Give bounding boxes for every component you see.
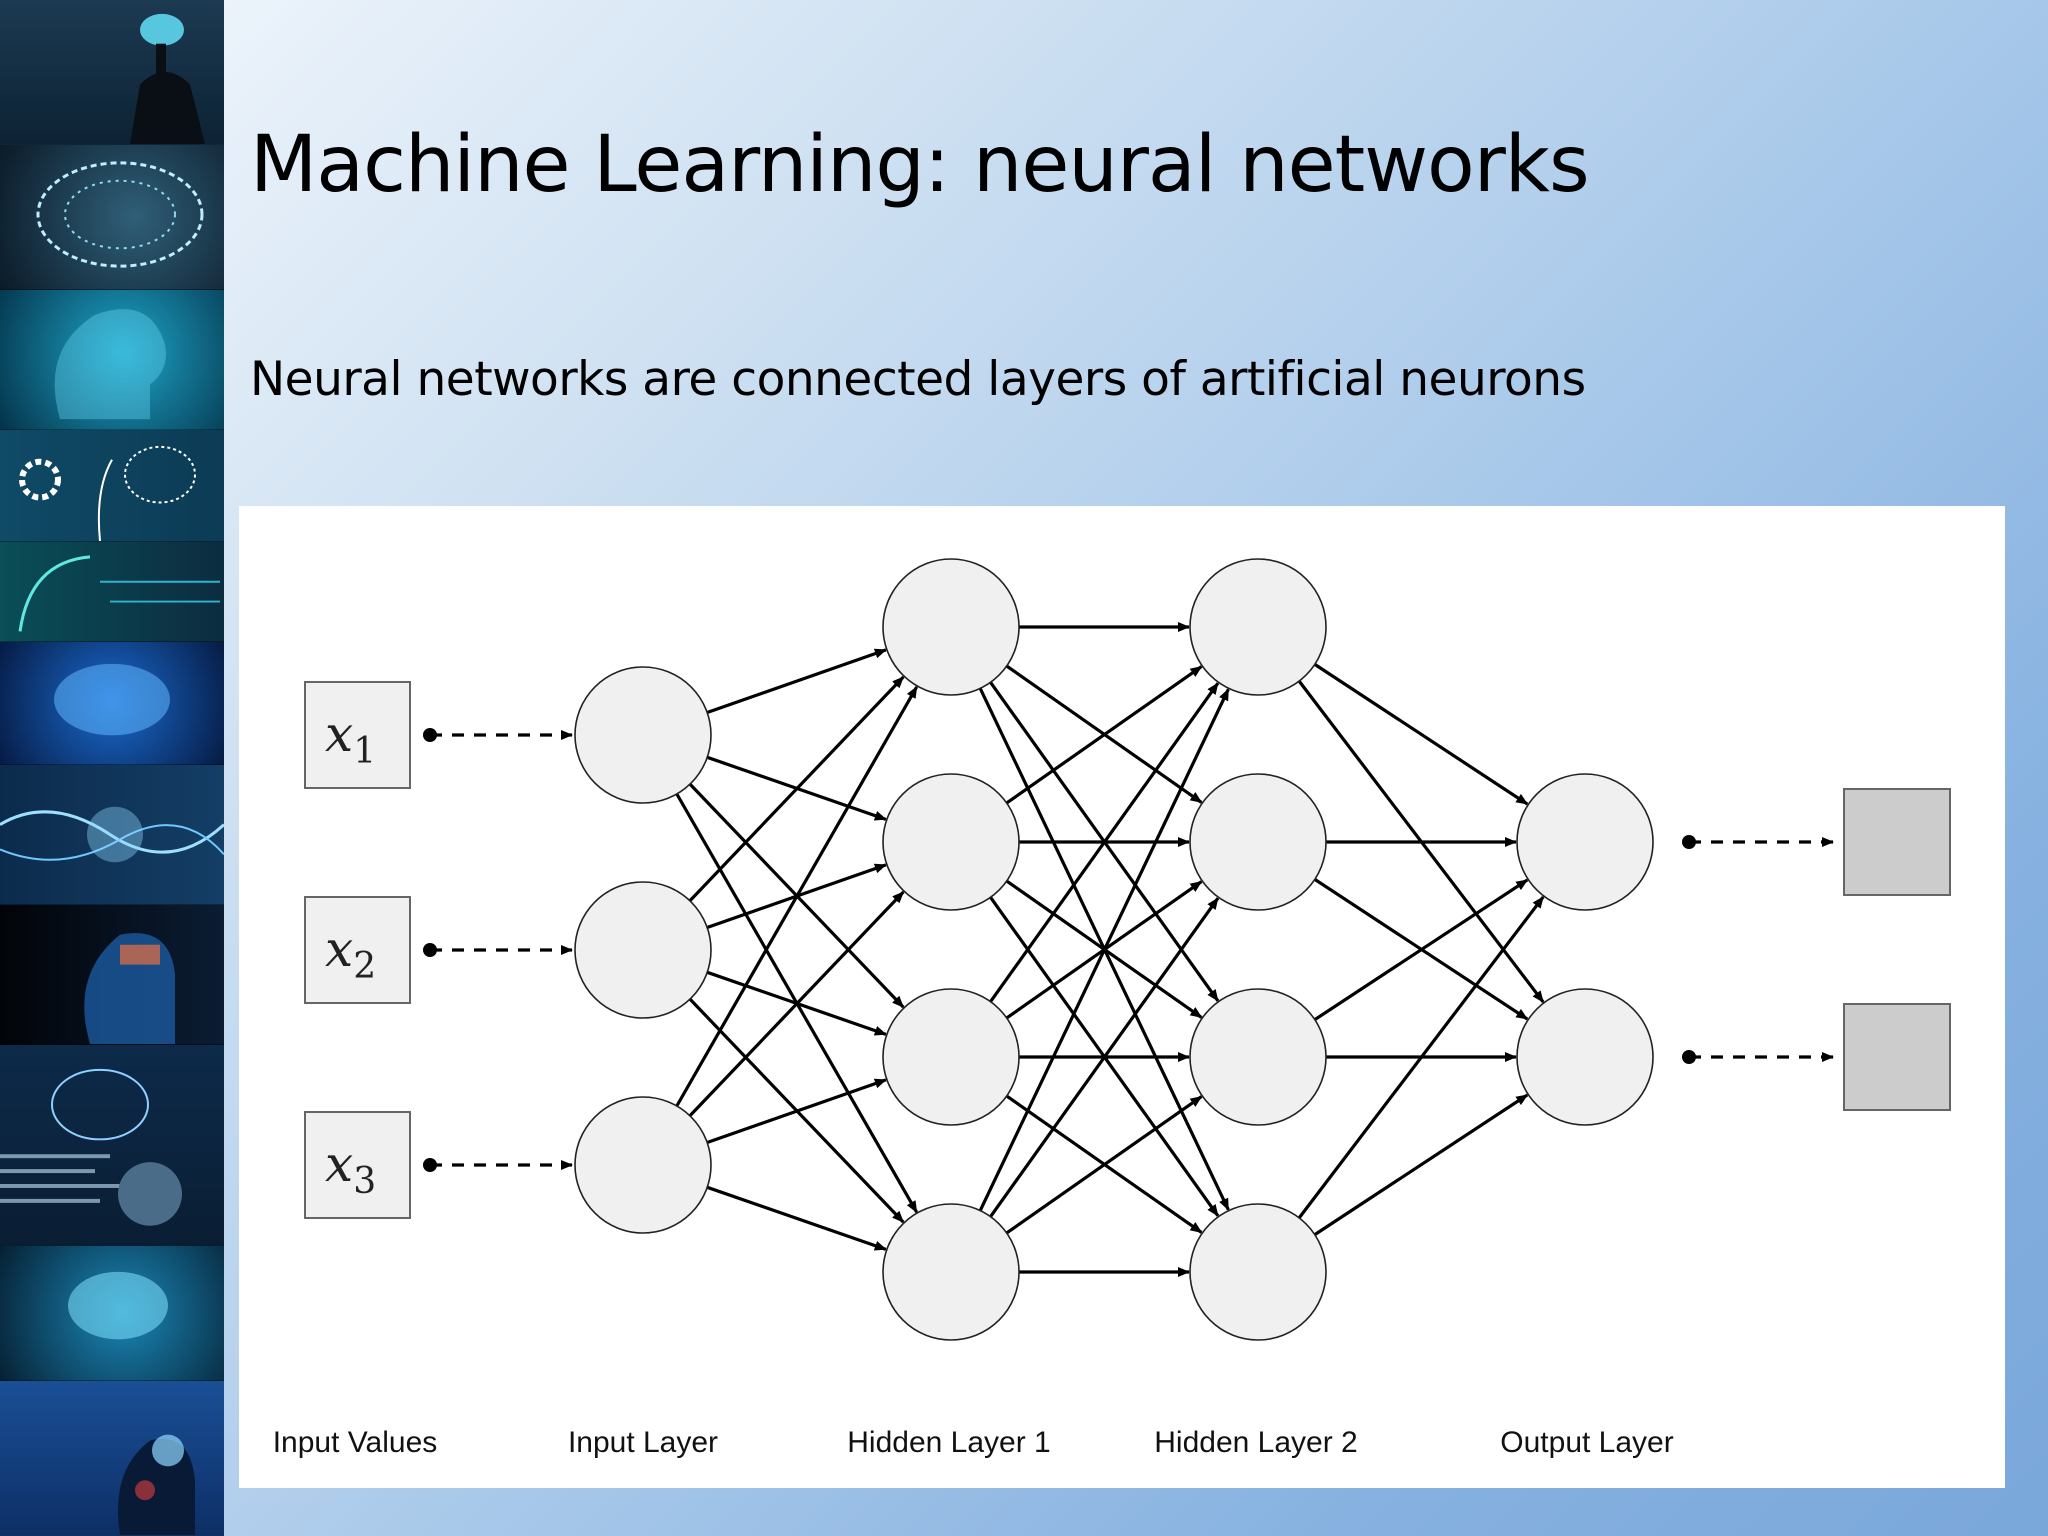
head-red-glow-image bbox=[0, 1381, 224, 1536]
glowing-head-image bbox=[0, 904, 224, 1045]
brain-silhouette-image bbox=[0, 0, 224, 145]
neurons bbox=[574, 558, 1654, 1341]
connection-edge bbox=[989, 682, 1220, 1003]
slide-subtitle: Neural networks are connected layers of … bbox=[250, 352, 1586, 407]
binary-head-image bbox=[0, 1044, 224, 1247]
slide-title: Machine Learning: neural networks bbox=[250, 120, 1590, 210]
output-layer-neuron bbox=[1516, 988, 1654, 1126]
connection-edge bbox=[1297, 895, 1545, 1219]
connection-edge bbox=[1005, 1095, 1203, 1235]
circuit-lines-image bbox=[0, 764, 224, 905]
output-value-box bbox=[1843, 1003, 1951, 1111]
connection-edge bbox=[675, 686, 919, 1107]
input-variable-subscript: 2 bbox=[353, 946, 376, 987]
input-layer-neuron bbox=[574, 881, 712, 1019]
connection-edge bbox=[1313, 1093, 1529, 1236]
hidden-layer-1-neuron bbox=[882, 558, 1020, 696]
glowing-brain-image bbox=[0, 1246, 224, 1382]
label-input-layer: Input Layer bbox=[567, 1426, 719, 1459]
connections bbox=[675, 622, 1545, 1277]
input-variable-label: x3 bbox=[325, 1135, 376, 1202]
input-layer-neuron bbox=[574, 1096, 712, 1234]
connection-edge bbox=[706, 648, 887, 715]
input-value-box bbox=[304, 681, 411, 789]
tech-face-image bbox=[0, 542, 224, 643]
output-value-box bbox=[1843, 788, 1951, 896]
circuit-brain-image bbox=[0, 144, 224, 290]
connection-edge bbox=[706, 1185, 887, 1251]
input-value-box bbox=[304, 1111, 411, 1219]
hidden-layer-2-neuron bbox=[1189, 558, 1327, 696]
input-value-box bbox=[304, 896, 411, 1004]
hidden-layer-2-neuron bbox=[1189, 1203, 1327, 1341]
label-hidden-layer-2: Hidden Layer 2 bbox=[1154, 1426, 1358, 1459]
input-layer-neuron bbox=[574, 666, 712, 804]
hidden-layer-1-neuron bbox=[882, 988, 1020, 1126]
hidden-layer-1-neuron bbox=[882, 1203, 1020, 1341]
sidebar-image-strip bbox=[0, 0, 224, 1536]
input-variable-subscript: 1 bbox=[353, 731, 376, 772]
label-hidden-layer-1: Hidden Layer 1 bbox=[847, 1426, 1051, 1459]
connection-edge bbox=[1005, 665, 1203, 805]
connection-edge bbox=[1313, 663, 1529, 806]
connection-edge bbox=[1313, 878, 1529, 1021]
digital-head-image bbox=[0, 289, 224, 430]
connection-edge bbox=[989, 897, 1220, 1218]
connection-edge bbox=[688, 890, 905, 1117]
hidden-layer-2-neuron bbox=[1189, 988, 1327, 1126]
output-layer-neuron bbox=[1516, 773, 1654, 911]
hidden-layer-1-neuron bbox=[882, 773, 1020, 911]
gear-brain-heads-image bbox=[0, 429, 224, 543]
connection-edge bbox=[978, 688, 1230, 1212]
connection-edge bbox=[688, 675, 905, 902]
blue-brain-image bbox=[0, 642, 224, 765]
label-output-layer: Output Layer bbox=[1500, 1426, 1674, 1459]
hidden-layer-2-neuron bbox=[1189, 773, 1327, 911]
connection-edge bbox=[706, 1078, 887, 1145]
label-input-values: Input Values bbox=[272, 1426, 438, 1459]
input-variable-subscript: 3 bbox=[353, 1161, 376, 1202]
